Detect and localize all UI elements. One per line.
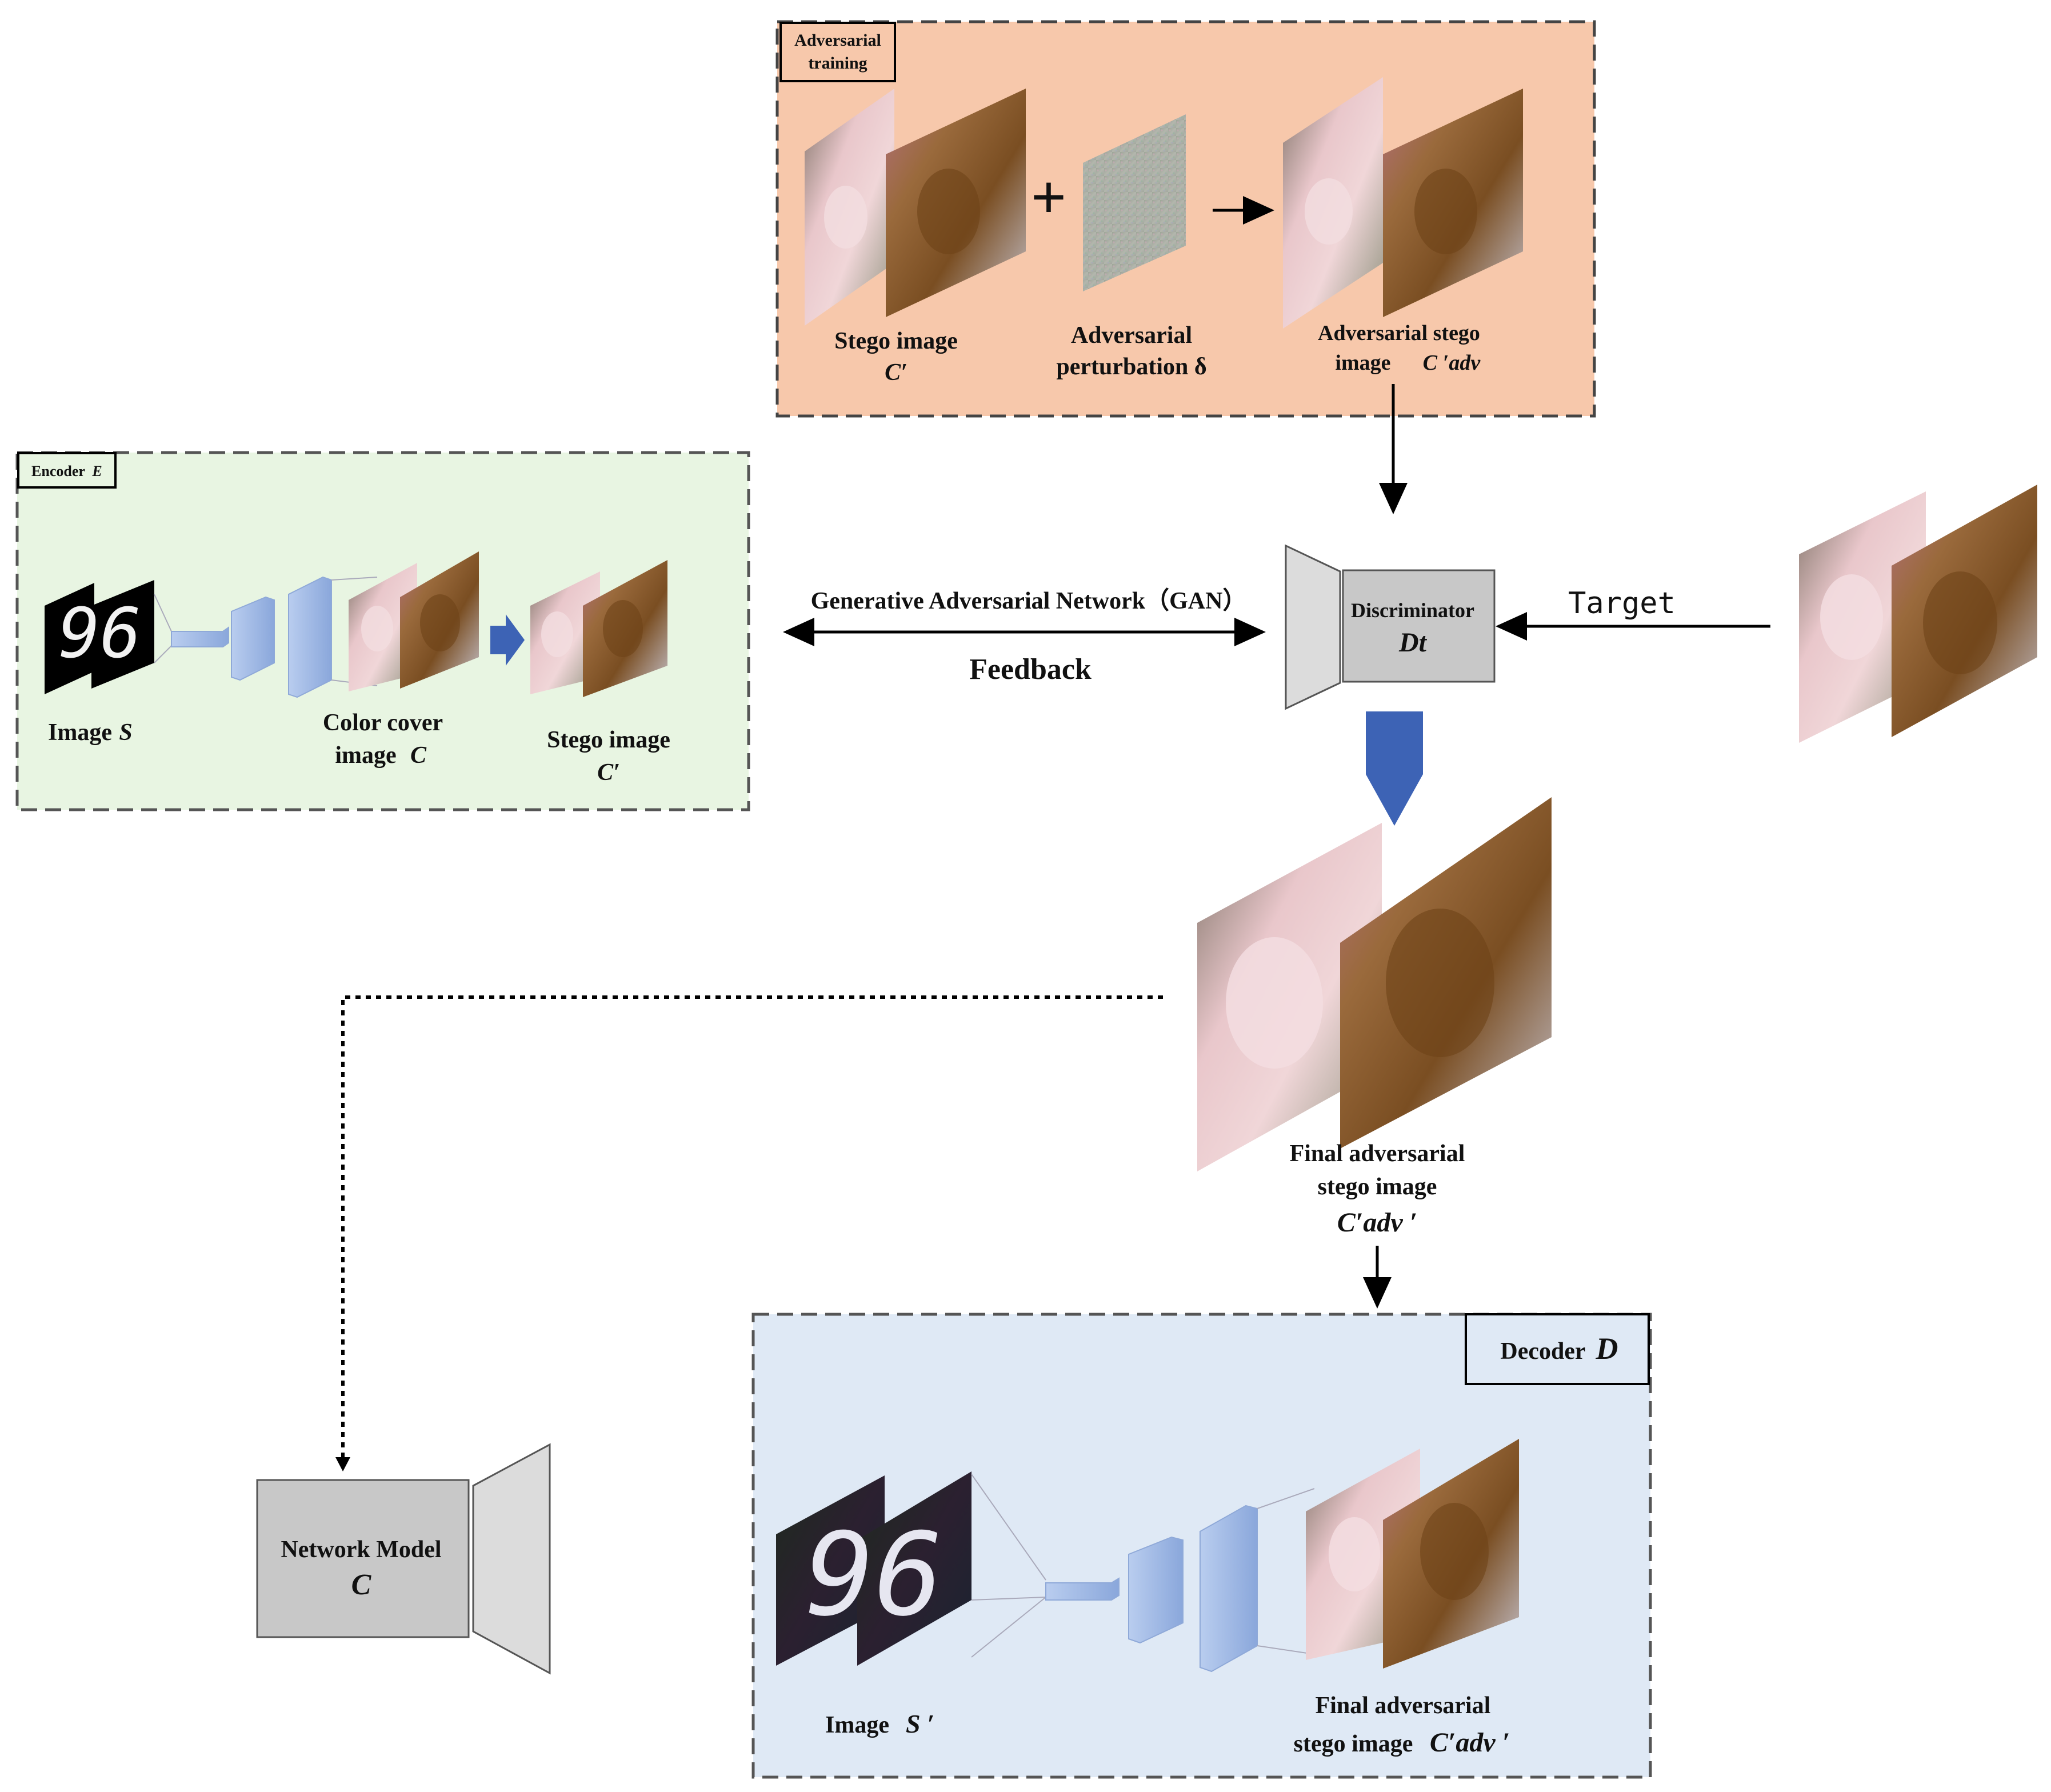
decoder-layer-2 xyxy=(1128,1536,1184,1644)
adversarial-title-box xyxy=(779,22,896,82)
secret-digit-image: 96 xyxy=(45,580,154,694)
image-s-label: Image xyxy=(48,719,112,746)
adversarial-stego-pair xyxy=(1283,77,1523,329)
adv-stego-label-line1: Adversarial stego xyxy=(1318,321,1480,345)
decoder-title-box xyxy=(1465,1313,1650,1385)
image-s-prime-label: Image xyxy=(825,1712,889,1738)
cover-symbol: C xyxy=(410,742,427,769)
perturbation-label-line2: perturbation δ xyxy=(1056,354,1206,380)
recovered-digits: 96 xyxy=(806,1509,943,1642)
feedback-label: Feedback xyxy=(969,653,1092,686)
discriminator-symbol: Dt xyxy=(1398,627,1428,658)
plus-sign: + xyxy=(1031,162,1067,232)
stego-symbol: C′ xyxy=(885,359,907,386)
adversarial-title-line2: training xyxy=(808,54,867,73)
adv-stego-symbol: C ′adv xyxy=(1423,351,1481,375)
discriminator-box xyxy=(1342,569,1496,683)
network-model-funnel xyxy=(472,1443,551,1675)
encoder-layer-1 xyxy=(171,626,229,647)
decoder-layers xyxy=(971,1474,1315,1673)
stego-image-pair xyxy=(805,89,1026,326)
decoder-final-line2: stego image xyxy=(1294,1731,1413,1757)
encoder-stego-pair xyxy=(530,560,667,697)
final-label-line1: Final adversarial xyxy=(1290,1141,1465,1167)
discriminator-block[interactable]: Discriminator Dt xyxy=(1285,544,1496,710)
final-adversarial-pair xyxy=(1197,797,1552,1171)
encoder-title-box xyxy=(17,452,117,489)
adversarial-title-line1: Adversarial xyxy=(794,31,881,50)
encoder-layer-3 xyxy=(288,576,332,698)
encoder-stego-symbol: C′ xyxy=(597,759,620,786)
decoder-layer-3 xyxy=(1200,1505,1258,1673)
image-s-symbol: S xyxy=(119,719,132,746)
recovered-digit-6-tile xyxy=(857,1471,971,1666)
decoder-title-text: Decoder xyxy=(1500,1338,1585,1365)
encoder-layer-2 xyxy=(231,596,275,681)
cover-label-line2: image xyxy=(335,742,396,769)
target-image-pair xyxy=(1799,485,2037,743)
digit-9-tile xyxy=(45,583,94,694)
attack-dotted-arrowhead xyxy=(335,1457,350,1471)
discriminator-funnel xyxy=(1285,544,1341,710)
network-model-label: Network Model xyxy=(281,1537,441,1563)
decoder-title-symbol: D xyxy=(1596,1331,1618,1366)
discriminator-output-arrow xyxy=(1366,711,1423,826)
network-model-symbol: C xyxy=(351,1569,372,1601)
perturbation-label-line1: Adversarial xyxy=(1071,322,1192,349)
decoder-final-line1: Final adversarial xyxy=(1316,1693,1491,1719)
decoder-final-symbol: C′adv ′ xyxy=(1430,1727,1510,1758)
decoder-input-pair xyxy=(1306,1439,1519,1669)
network-model-block[interactable]: Network Model C xyxy=(256,1443,551,1675)
discriminator-label: Discriminator xyxy=(1351,599,1474,622)
digit-6-tile xyxy=(91,580,154,689)
final-label-line2: stego image xyxy=(1318,1174,1437,1200)
encoder-panel: Encoder E 96 Image S Color cover image C xyxy=(15,451,750,811)
adversarial-training-panel: Adversarial training Stego image C′ + Ad… xyxy=(775,20,1596,418)
encoder-layers xyxy=(154,576,378,698)
final-symbol: C′adv ′ xyxy=(1337,1207,1417,1238)
encoder-title-text: Encoder xyxy=(31,463,85,479)
secret-digits: 96 xyxy=(59,594,142,674)
cover-image-pair xyxy=(349,551,479,691)
perturbation-image xyxy=(1083,114,1186,291)
adv-stego-label-line2: image xyxy=(1335,351,1390,375)
recovered-digit-image: 96 xyxy=(776,1471,971,1666)
cover-label-line1: Color cover xyxy=(323,710,443,736)
encoder-blue-arrow xyxy=(490,614,525,666)
encoder-stego-label: Stego image xyxy=(547,727,670,753)
decoder-layer-1 xyxy=(1045,1577,1120,1601)
decoder-panel: Decoder D 96 Image S ′ Final adversarial… xyxy=(751,1313,1652,1779)
image-s-prime-symbol: S ′ xyxy=(906,1709,934,1738)
network-model-box xyxy=(256,1479,470,1638)
gan-label: Generative Adversarial Network（GAN） xyxy=(811,587,1247,614)
target-label: Target xyxy=(1568,586,1676,621)
stego-label: Stego image xyxy=(834,328,958,354)
encoder-title-symbol: E xyxy=(91,463,102,479)
